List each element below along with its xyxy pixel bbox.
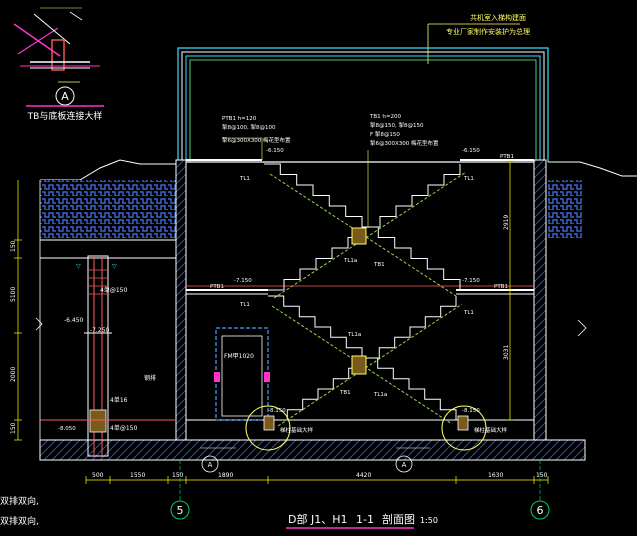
backfill-left bbox=[40, 180, 176, 240]
section-marker-left: A bbox=[208, 461, 213, 469]
base-slab bbox=[39, 439, 586, 461]
ground-surface bbox=[40, 159, 637, 240]
axis-6-circle bbox=[530, 500, 550, 520]
left-rebar-c: 4单@150 bbox=[110, 424, 137, 432]
door-tag: FM甲1020 bbox=[224, 353, 254, 360]
left-column: -6.450 -7.250 4单@150 4单16 4单@150 钢排 ▽ ▽ bbox=[64, 255, 156, 457]
level-mark-right: ▽ bbox=[112, 263, 117, 270]
ptb1-upper-3: 掣6@300X300 梅花型布置 bbox=[222, 136, 291, 144]
top-note-line1: 共机室入梯构建面 bbox=[470, 13, 526, 22]
detail-callout-label: A bbox=[61, 90, 69, 103]
dim-right-upper: 2919 bbox=[503, 215, 510, 230]
left-tag-c: -8.050 bbox=[58, 426, 76, 432]
left-tag-b: -7.250 bbox=[90, 327, 110, 334]
tl1a-a: TL1a bbox=[343, 258, 357, 264]
dim-left-1: 5100 bbox=[10, 287, 17, 302]
stair-flight-upper-descending bbox=[264, 163, 461, 290]
ptb1-right-top: PTB1 bbox=[500, 154, 514, 160]
drawing-title: D部 J1、H1 1-1 剖面图 1:50 bbox=[286, 512, 438, 529]
dim-bottom-2: 150 bbox=[172, 472, 184, 479]
left-label: 钢排 bbox=[144, 374, 156, 382]
axis-bubbles: 5 6 bbox=[170, 460, 550, 520]
dim-left-0: 150 bbox=[10, 240, 17, 252]
dim-bottom-1: 1550 bbox=[130, 472, 145, 479]
top-note-line2: 专业厂家制作安装护为总理 bbox=[446, 27, 530, 36]
level-mark-left: ▽ bbox=[76, 263, 81, 270]
door: FM甲1020 bbox=[214, 327, 270, 421]
level-bottom-left: -8.150 bbox=[268, 408, 286, 414]
stair-flights bbox=[264, 163, 467, 427]
tl1-b: TL1 bbox=[463, 176, 474, 182]
platforms bbox=[186, 159, 534, 295]
dim-bottom-3: 1890 bbox=[218, 472, 233, 479]
title-prefix: D部 J1、H1 bbox=[288, 512, 347, 526]
tl1-d: TL1 bbox=[463, 310, 474, 316]
wall-right bbox=[533, 159, 547, 441]
detail-a: A TB与底板连接大样 bbox=[13, 7, 104, 122]
level-left-top: -6.150 bbox=[266, 148, 284, 154]
annotations: PTB1 h=120 掣8@100, 掣8@100 掣6@300X300 梅花型… bbox=[58, 114, 514, 432]
level-mid-top: -6.150 bbox=[462, 148, 480, 154]
tb1-center-3: F 掣8@150 bbox=[370, 130, 400, 138]
top-note: 共机室入梯构建面 专业厂家制作安装护为总理 bbox=[427, 13, 530, 64]
ptb1-right-mid: PTB1 bbox=[494, 284, 508, 290]
left-rebar-b: 4单16 bbox=[110, 396, 128, 404]
tl1-a: TL1 bbox=[239, 176, 250, 182]
backfill-right bbox=[548, 180, 582, 240]
dim-bottom-4: 4420 bbox=[356, 472, 371, 479]
stair-soffit-upper-ascending bbox=[273, 171, 467, 299]
dim-left-3: 150 bbox=[10, 422, 17, 434]
axis-5-circle bbox=[170, 500, 190, 520]
stair-flight-upper-ascending bbox=[268, 164, 461, 291]
level-bottom-mid: -8.150 bbox=[462, 408, 480, 414]
title-scale: 1:50 bbox=[420, 516, 438, 525]
title-section: 1-1 bbox=[356, 513, 374, 526]
dim-bottom-0: 500 bbox=[92, 472, 104, 479]
note-0: 双排双向, bbox=[0, 495, 39, 507]
dim-bottom-6: 150 bbox=[536, 472, 548, 479]
tb1-center-2: 掣8@150, 掣8@150 bbox=[370, 121, 424, 129]
level-left-mid: -7.150 bbox=[234, 278, 252, 284]
tb1-tag-b: TB1 bbox=[339, 390, 351, 396]
canopy-frame bbox=[177, 47, 549, 162]
ptb1-upper-2: 掣8@100, 掣8@100 bbox=[222, 123, 276, 131]
dim-right-lower: 3031 bbox=[503, 345, 510, 360]
axis-6-label: 6 bbox=[537, 504, 544, 517]
tb1-center-4: 掣6@300X300 梅花型布置 bbox=[370, 139, 439, 147]
title-suffix: 剖面图 bbox=[382, 512, 415, 526]
ptb1-left-mid: PTB1 bbox=[210, 284, 224, 290]
footings: 梯柱基础大样 梯柱基础大样 bbox=[245, 405, 508, 451]
notes: 双排双向, 双排双向, bbox=[0, 495, 39, 527]
bottom-dimension: 500 1550 150 1890 4420 1630 150 bbox=[85, 472, 549, 484]
wall-left bbox=[175, 159, 187, 441]
tl1a-c: TL1a bbox=[373, 392, 387, 398]
tl1a-b: TL1a bbox=[347, 332, 361, 338]
section-marker-right: A bbox=[402, 461, 407, 469]
tb1-tag-a: TB1 bbox=[373, 262, 385, 268]
level-right-mid: -7.150 bbox=[462, 278, 480, 284]
detail-caption: TB与底板连接大样 bbox=[27, 110, 103, 122]
section-markers: A A bbox=[200, 447, 430, 473]
note-1: 双排双向, bbox=[0, 515, 39, 527]
tb1-center-1: TB1 h=200 bbox=[369, 114, 401, 120]
junction-boxes bbox=[351, 227, 367, 375]
dim-bottom-5: 1630 bbox=[488, 472, 503, 479]
left-rebar-a: 4单@150 bbox=[100, 286, 127, 294]
stair-soffit-lower-ascending bbox=[277, 303, 463, 427]
axis-5-label: 5 bbox=[177, 504, 184, 517]
tl1-c: TL1 bbox=[239, 302, 250, 308]
footing-right-label: 梯柱基础大样 bbox=[474, 426, 508, 434]
detail-callout-circle bbox=[55, 86, 75, 106]
left-tag-a: -6.450 bbox=[64, 317, 84, 324]
ptb1-upper-1: PTB1 h=120 bbox=[222, 116, 257, 122]
right-dimension: 2919 3031 bbox=[503, 161, 587, 421]
left-dimension: 150 5100 2000 150 bbox=[10, 180, 43, 441]
dim-left-2: 2000 bbox=[10, 367, 17, 382]
footing-left-label: 梯柱基础大样 bbox=[280, 426, 314, 434]
